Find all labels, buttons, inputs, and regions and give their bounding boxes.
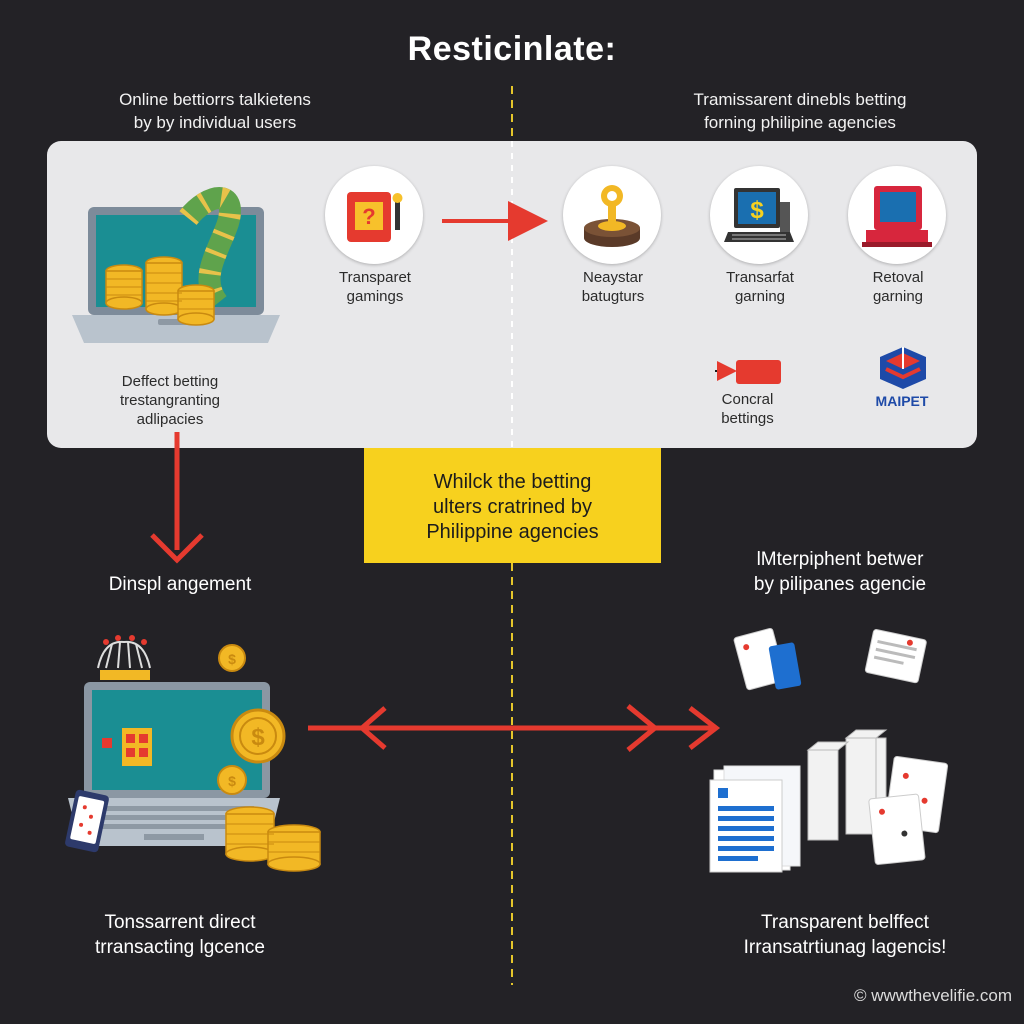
top-left-caption-line: Online bettiorrs talkietens [119,90,311,109]
top-left-caption-line: by by individual users [133,113,297,132]
item-label-line: Transarfat [726,269,794,286]
concral-caption: Concral bettings [690,390,805,428]
slot-machine-icon: ? [325,166,423,264]
bottom-arrow-left-head [358,706,387,750]
documents-cards-illustration [709,627,949,873]
mid-right-caption: lMterpiphent betwer by pilipanes agencie [700,547,980,597]
svg-text:?: ? [362,204,375,229]
item-label-line: Transparet [339,269,411,286]
item-label-transparet: Transparet gamings [310,268,440,306]
bottom-right-caption-line: Transparent belffect [761,912,929,933]
page-title: Resticinlate: [407,30,617,68]
top-right-caption: Tramissarent dinebls betting forning phi… [635,88,965,134]
footer-watermark: © wwwthevelifie.com [853,986,1012,1005]
center-highlight-line: Whilck the betting [433,471,592,493]
concral-caption-line: bettings [721,410,774,427]
bottom-left-caption-line: Tonssarrent direct [104,912,256,933]
bottom-left-caption-line: trransacting lgcence [94,937,266,958]
panel-left-caption-line: trestangranting [119,392,221,409]
svg-text:$: $ [251,724,265,751]
center-highlight-line: Philippine agencies [426,521,599,543]
svg-text:$: $ [228,651,236,667]
bottom-left-caption: Tonssarrent direct trransacting lgcence [40,910,320,960]
arcade-machine-icon [848,166,946,264]
maipet-logo-text: MAIPET [875,393,929,409]
dollar-computer-icon: $ [710,166,808,264]
item-label-line: Neaystar [582,269,644,286]
item-label-line: batugturs [581,288,645,305]
bottom-arrow-right-head [688,706,721,750]
mid-right-caption-line: by pilipanes agencie [753,574,927,595]
bottom-right-caption-line: Irransatrtiunag lagencis! [743,937,947,958]
panel-left-caption: Deffect betting trestangranting adlipaci… [80,372,260,429]
item-label-line: Retoval [872,269,924,286]
center-highlight-box [364,448,661,563]
mid-left-caption: Dinspl angement [108,574,252,595]
mid-right-caption-line: lMterpiphent betwer [756,549,924,570]
item-label-line: garning [872,288,924,305]
item-label-retoval: Retoval garning [833,268,963,306]
center-highlight-text: Whilck the betting ulters cratrined by P… [364,470,661,545]
bottom-arrow-mid-head [626,704,659,752]
svg-text:$: $ [228,773,236,789]
item-label-line: garning [734,288,786,305]
top-right-caption-line: forning philipine agencies [704,113,896,132]
joystick-icon [563,166,661,264]
item-label-transarfat: Transarfat garning [695,268,825,306]
laptop-coins-illustration [72,187,280,343]
item-label-neaystar: Neaystar batugturs [548,268,678,306]
item-label-line: gamings [346,288,404,305]
betting-laptop-illustration: $ $ $ [65,635,321,872]
top-left-caption: Online bettiorrs talkietens by by indivi… [55,88,375,134]
svg-text:$: $ [750,197,764,224]
concral-tag [736,360,781,384]
panel-left-caption-line: Deffect betting [121,373,219,390]
maipet-logo-icon [880,347,926,389]
panel-left-caption-line: adlipacies [136,411,204,428]
center-highlight-line: ulters cratrined by [433,496,592,518]
top-right-caption-line: Tramissarent dinebls betting [693,90,907,109]
concral-caption-line: Concral [721,391,774,408]
down-arrow-head [150,533,204,564]
bottom-right-caption: Transparent belffect Irransatrtiunag lag… [690,910,1000,960]
